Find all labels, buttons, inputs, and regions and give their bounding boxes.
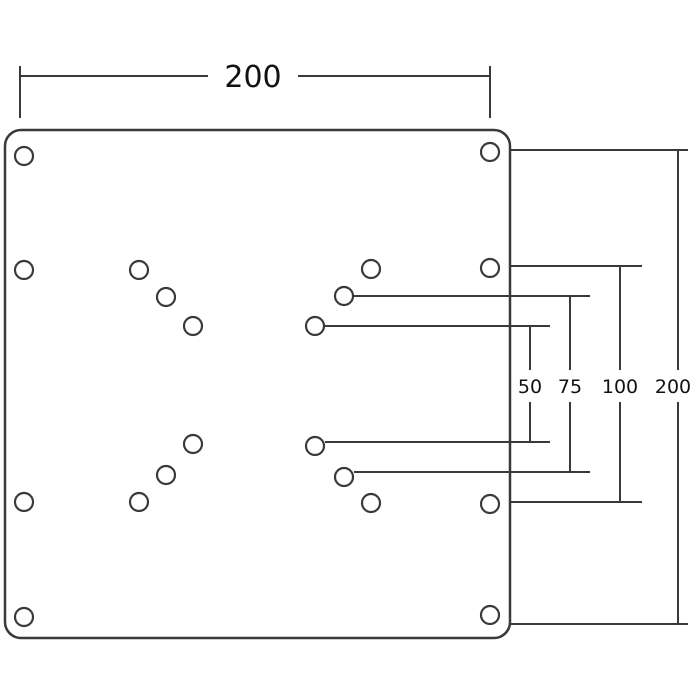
hole-100-top-left	[128, 259, 150, 281]
hole-left-upper	[13, 259, 35, 281]
top-dimension-label: 200	[224, 60, 281, 95]
side-dimensions	[325, 149, 688, 625]
hole-left-lower	[13, 491, 35, 513]
hole-75-top-right	[333, 285, 355, 307]
hole-100-bottom-right	[360, 492, 382, 514]
hole-75-top-left	[155, 286, 177, 308]
hole-100-top-right	[360, 258, 382, 280]
dim-50-label: 50	[518, 376, 542, 398]
hole-200-bottom-left	[13, 606, 35, 628]
hole-right-lower	[479, 493, 501, 515]
dim-75-label: 75	[558, 376, 582, 398]
hole-200-top-right	[479, 141, 501, 163]
hole-50-bottom-right	[304, 435, 326, 457]
hole-75-bottom-left	[155, 464, 177, 486]
hole-75-bottom-right	[333, 466, 355, 488]
hole-50-bottom-left	[182, 433, 204, 455]
hole-100-bottom-left	[128, 491, 150, 513]
hole-right-upper	[479, 257, 501, 279]
hole-50-top-right	[304, 315, 326, 337]
hole-50-top-left	[182, 315, 204, 337]
mounting-plate	[3, 128, 512, 640]
hole-200-bottom-right	[479, 604, 501, 626]
hole-200-top-left	[13, 145, 35, 167]
dim-100-label: 100	[602, 376, 638, 398]
top-dimension	[19, 66, 491, 118]
mounting-holes	[13, 141, 501, 628]
dim-200-label: 200	[655, 376, 691, 398]
